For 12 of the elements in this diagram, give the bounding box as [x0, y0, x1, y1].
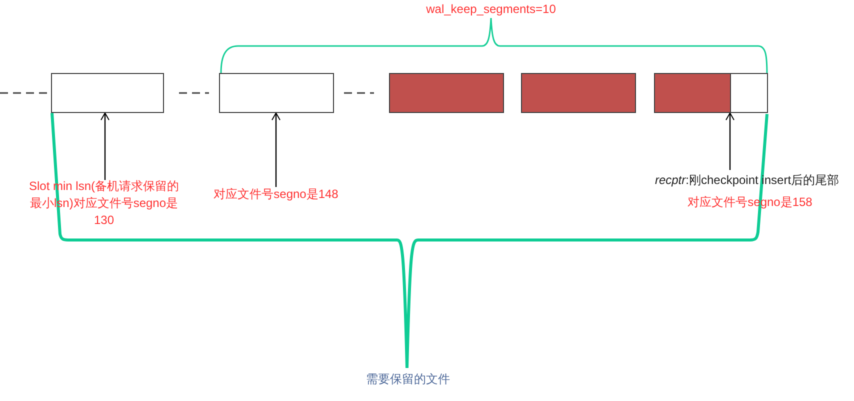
leader-arrow [100, 112, 110, 180]
leader-arrow [726, 112, 734, 170]
segment-box [219, 73, 334, 113]
segment-box [521, 73, 636, 113]
leader-arrow [272, 112, 280, 187]
brace-label: 需要保留的文件 [365, 371, 451, 388]
segment-box [654, 73, 731, 113]
segment-box [730, 73, 768, 113]
segment-box [389, 73, 504, 113]
segment-box [51, 73, 164, 113]
callout-text: 对应文件号segno是148 [200, 186, 352, 204]
brace-label: wal_keep_segments=10 [425, 1, 557, 18]
